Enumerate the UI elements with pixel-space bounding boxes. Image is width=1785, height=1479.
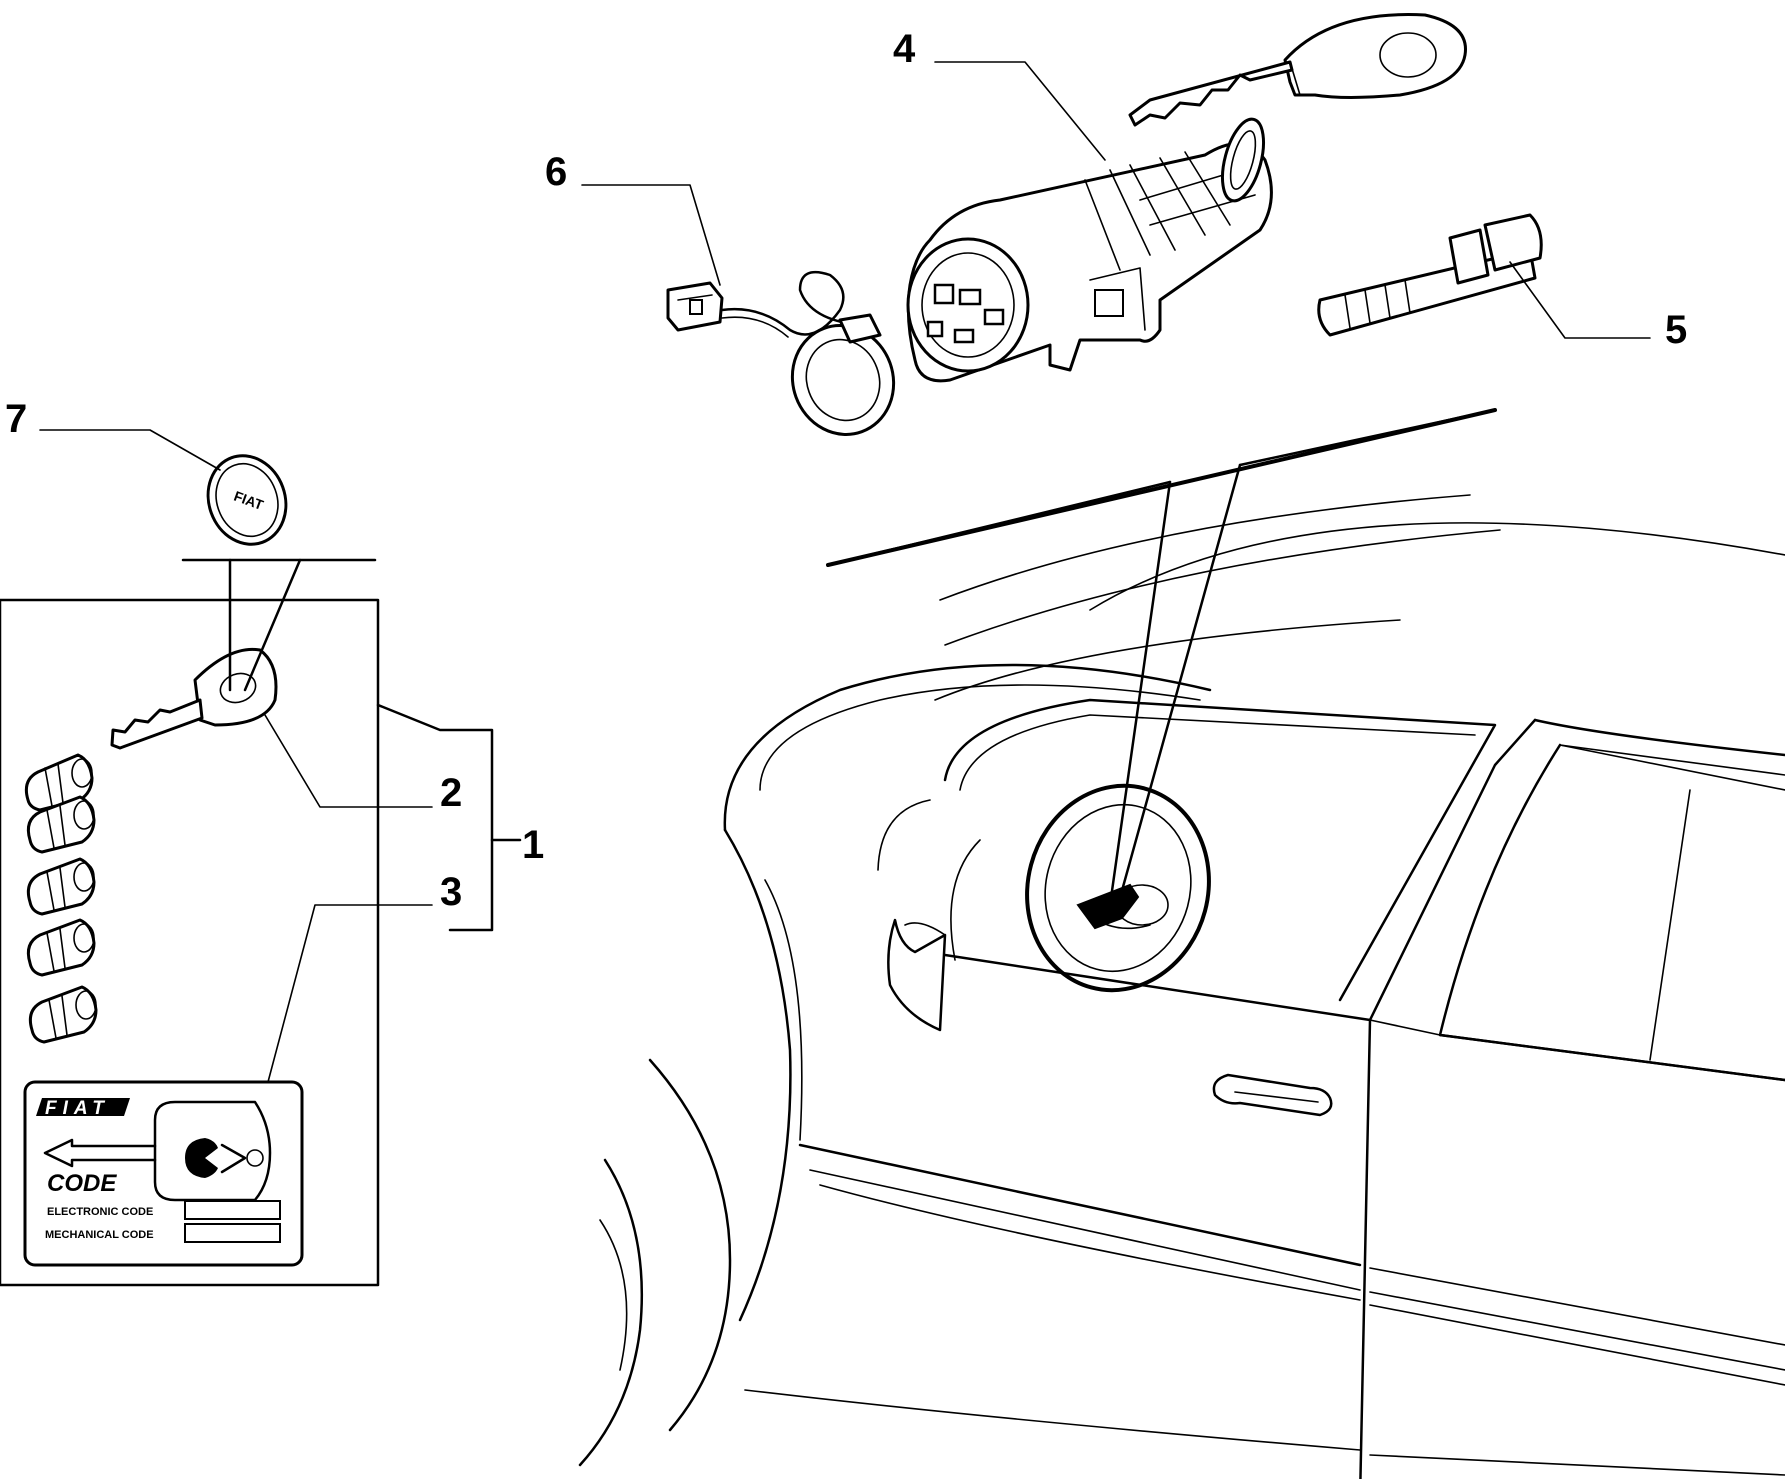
key bbox=[110, 647, 278, 750]
code-card-brand: FIAT bbox=[45, 1098, 110, 1119]
code-card-code-label: CODE bbox=[47, 1170, 117, 1197]
emblem: FIAT bbox=[206, 454, 288, 546]
steering-wheel bbox=[1025, 783, 1211, 993]
door-handle bbox=[1212, 1073, 1333, 1117]
lock-barrel-2 bbox=[26, 795, 96, 854]
callout-6: 6 bbox=[545, 150, 567, 194]
connector-harness bbox=[666, 270, 896, 436]
callout-4: 4 bbox=[893, 27, 916, 71]
callout-3: 3 bbox=[440, 870, 462, 914]
lock-barrel-1 bbox=[24, 753, 94, 812]
ignition-lock-cylinder bbox=[906, 117, 1273, 383]
side-mirror bbox=[887, 918, 947, 1032]
key bbox=[1128, 13, 1467, 127]
callout-2: 2 bbox=[440, 771, 462, 815]
callout-5: 5 bbox=[1665, 308, 1687, 352]
lock-barrel-4 bbox=[26, 918, 96, 977]
lock-barrel-3 bbox=[26, 857, 96, 916]
lock-kit-box bbox=[0, 558, 522, 1287]
bolt bbox=[1317, 213, 1543, 337]
car-side-view bbox=[578, 408, 1785, 1479]
lock-barrel-5 bbox=[28, 985, 98, 1044]
callout-1: 1 bbox=[522, 823, 544, 867]
callout-7: 7 bbox=[5, 397, 27, 441]
code-card-electronic-label: ELECTRONIC CODE bbox=[47, 1206, 153, 1218]
leader-lines bbox=[39, 61, 1651, 1083]
code-card-mechanical-label: MECHANICAL CODE bbox=[45, 1229, 154, 1241]
code-card: FIAT CODE ELECTRONIC CODE MECHANICAL COD… bbox=[23, 1080, 304, 1267]
